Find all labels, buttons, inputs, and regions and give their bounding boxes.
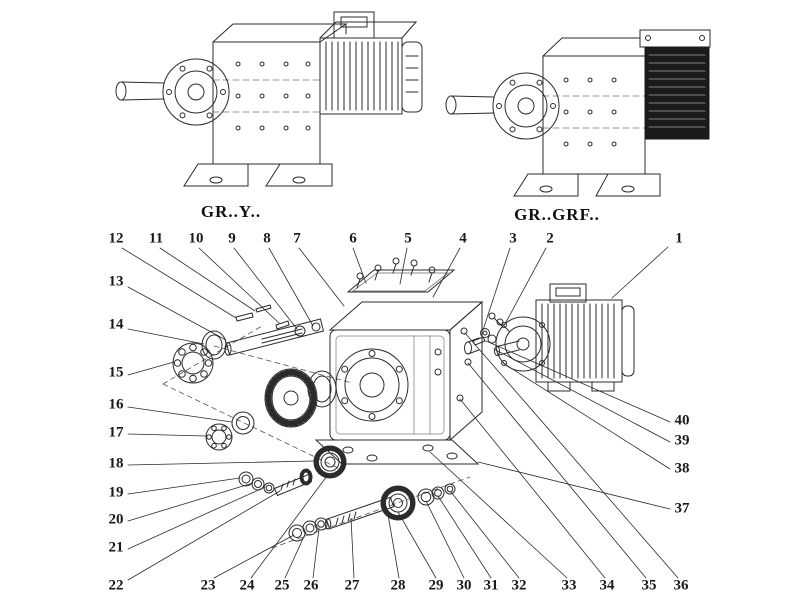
part-callout-7: 7: [293, 230, 301, 247]
assembly-left-drawing: [115, 11, 423, 187]
part-callout-16: 16: [108, 396, 124, 413]
part-callout-37: 37: [674, 500, 690, 517]
model-label-gr-y: GR..Y..: [200, 202, 262, 221]
exploded-view-drawing: [121, 246, 679, 581]
part-callout-20: 20: [108, 511, 124, 528]
part-callout-6: 6: [349, 230, 357, 247]
part-callout-18: 18: [108, 455, 124, 472]
input-shaft-parts: [172, 304, 325, 384]
part-callout-12: 12: [108, 230, 124, 247]
part-callout-3: 3: [509, 230, 517, 247]
part-callout-24: 24: [239, 577, 255, 594]
part-callout-30: 30: [456, 577, 472, 594]
part-callout-10: 10: [188, 230, 204, 247]
model-label-gr-grf: GR..GRF..: [514, 205, 600, 224]
gear-housing: [314, 300, 484, 465]
assembly-right-drawing: [445, 29, 711, 197]
part-callout-21: 21: [108, 539, 124, 556]
part-callout-2: 2: [546, 230, 554, 247]
pinion-shaft-parts: [238, 445, 347, 497]
part-callout-35: 35: [641, 577, 657, 594]
housing-cover-and-screws: [346, 257, 456, 293]
leader-lines: [121, 246, 679, 581]
part-callout-23: 23: [200, 577, 216, 594]
part-callout-9: 9: [228, 230, 236, 247]
part-callout-34: 34: [599, 577, 615, 594]
part-callout-28: 28: [390, 577, 406, 594]
part-callout-36: 36: [673, 577, 689, 594]
part-callout-14: 14: [108, 316, 124, 333]
part-callout-38: 38: [674, 460, 690, 477]
part-callout-32: 32: [511, 577, 527, 594]
part-callout-8: 8: [263, 230, 271, 247]
part-callout-17: 17: [108, 424, 124, 441]
part-callout-39: 39: [674, 432, 690, 449]
part-callout-1: 1: [675, 230, 683, 247]
part-callout-25: 25: [274, 577, 290, 594]
part-callout-26: 26: [303, 577, 319, 594]
intermediate-gear-parts: [205, 368, 337, 451]
part-callout-31: 31: [483, 577, 499, 594]
part-callout-22: 22: [108, 577, 124, 594]
part-callout-40: 40: [674, 412, 690, 429]
part-callout-27: 27: [344, 577, 360, 594]
output-shaft-parts: [288, 483, 456, 542]
part-callout-11: 11: [148, 230, 164, 247]
part-callout-29: 29: [428, 577, 444, 594]
part-callout-19: 19: [108, 484, 124, 501]
part-callout-13: 13: [108, 273, 124, 290]
part-callout-33: 33: [561, 577, 577, 594]
part-callout-5: 5: [404, 230, 412, 247]
part-callout-15: 15: [108, 364, 124, 381]
part-callout-4: 4: [459, 230, 467, 247]
motor-drawing: [494, 283, 635, 392]
